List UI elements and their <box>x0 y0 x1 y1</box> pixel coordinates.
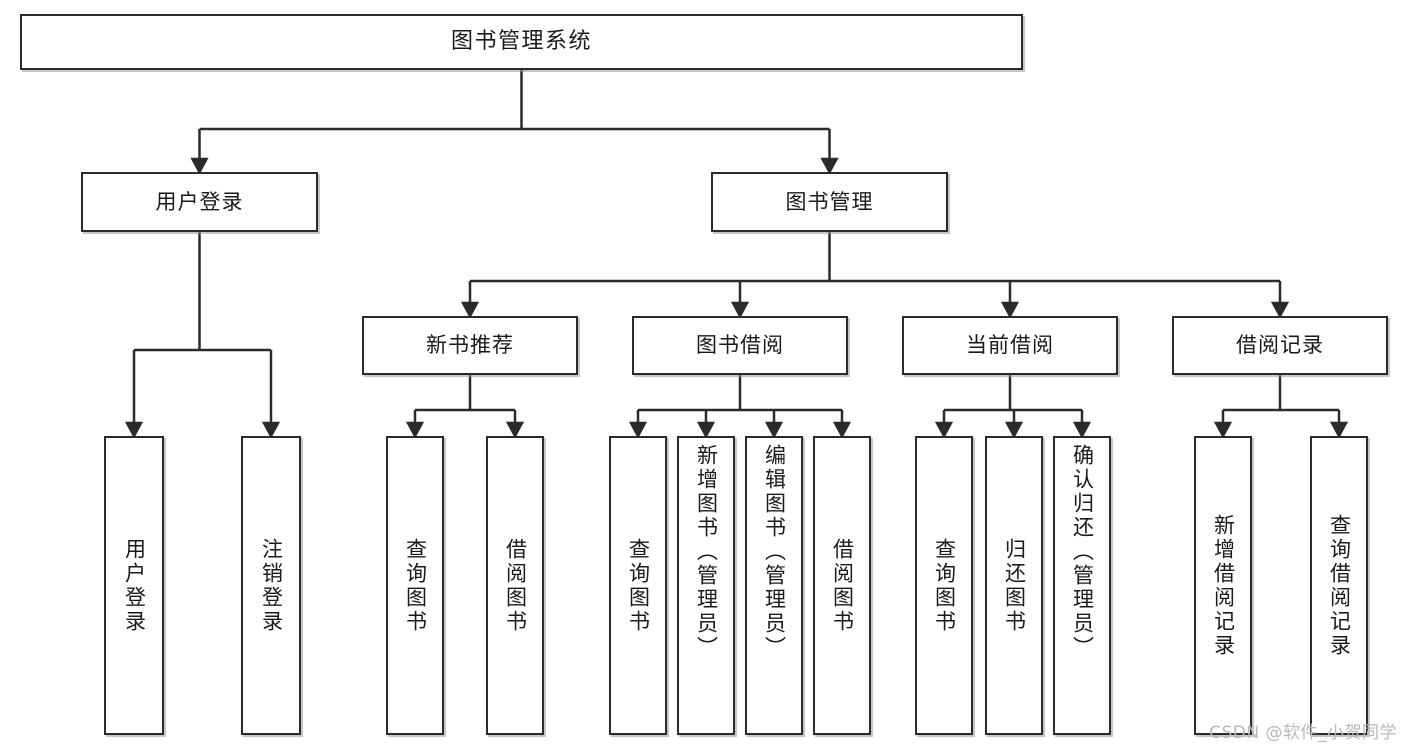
node-label: 查询图书 <box>403 537 428 634</box>
leaf-add-book-admin[interactable]: 新增图书（管理员） <box>677 436 735 735</box>
node-label: 图书借阅 <box>696 333 784 358</box>
leaf-query-books-current[interactable]: 查询图书 <box>915 436 973 735</box>
node-label: 借阅记录 <box>1236 333 1324 358</box>
node-label: 确认归还（管理员） <box>1070 444 1095 660</box>
node-borrowing-records[interactable]: 借阅记录 <box>1172 316 1388 375</box>
node-label: 查询借阅记录 <box>1327 513 1352 658</box>
node-label: 查询图书 <box>626 537 651 634</box>
node-label: 归还图书 <box>1002 537 1027 634</box>
node-root-book-management-system[interactable]: 图书管理系统 <box>20 14 1023 70</box>
node-label: 用户登录 <box>122 537 147 634</box>
node-label: 查询图书 <box>932 537 957 634</box>
node-label: 图书管理系统 <box>450 29 592 55</box>
node-label: 新书推荐 <box>426 333 514 358</box>
leaf-borrow-books-borrowing[interactable]: 借阅图书 <box>813 436 871 735</box>
leaf-edit-book-admin[interactable]: 编辑图书（管理员） <box>745 436 803 735</box>
leaf-borrow-books-recommendation[interactable]: 借阅图书 <box>486 436 544 735</box>
node-label: 图书管理 <box>785 189 874 214</box>
node-label: 借阅图书 <box>503 537 528 634</box>
node-new-book-recommendation[interactable]: 新书推荐 <box>362 316 578 375</box>
node-user-login[interactable]: 用户登录 <box>81 172 318 232</box>
node-label: 用户登录 <box>155 189 244 214</box>
node-label: 新增借阅记录 <box>1211 513 1236 658</box>
csdn-watermark: CSDN @软件_小贺同学 <box>1209 723 1397 743</box>
leaf-user-login[interactable]: 用户登录 <box>104 436 164 735</box>
leaf-add-borrow-record[interactable]: 新增借阅记录 <box>1194 436 1252 735</box>
leaf-query-borrow-record[interactable]: 查询借阅记录 <box>1310 436 1368 735</box>
node-label: 注销登录 <box>259 537 284 634</box>
node-label: 编辑图书（管理员） <box>762 444 787 660</box>
leaf-query-books-borrowing[interactable]: 查询图书 <box>609 436 667 735</box>
leaf-query-books-recommendation[interactable]: 查询图书 <box>386 436 444 735</box>
leaf-logout[interactable]: 注销登录 <box>241 436 301 735</box>
node-book-borrowing[interactable]: 图书借阅 <box>632 316 848 375</box>
leaf-confirm-return-admin[interactable]: 确认归还（管理员） <box>1053 436 1111 735</box>
node-book-management[interactable]: 图书管理 <box>711 172 948 232</box>
node-label: 借阅图书 <box>830 537 855 634</box>
leaf-return-books[interactable]: 归还图书 <box>985 436 1043 735</box>
node-current-borrowing[interactable]: 当前借阅 <box>902 316 1118 375</box>
node-label: 当前借阅 <box>966 333 1054 358</box>
node-label: 新增图书（管理员） <box>694 444 719 660</box>
